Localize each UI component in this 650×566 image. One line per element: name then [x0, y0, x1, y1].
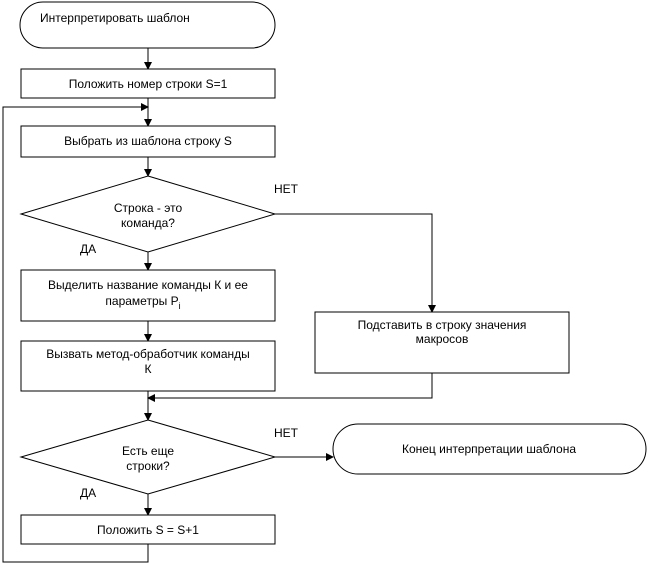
select-label: Выбрать из шаблона строку S [64, 134, 232, 148]
decision-more-line1: Есть еще [122, 444, 174, 458]
decision-command-line1: Строка - это [114, 201, 183, 215]
extract-process: Выделить название команды К и ее парамет… [20, 269, 276, 322]
yes-label-1: ДА [80, 242, 96, 256]
substitute-process: Подставить в строку значения макросов [314, 311, 570, 374]
decision-more-line2: строки? [126, 459, 170, 473]
increment-label: Положить S = S+1 [97, 523, 199, 537]
start-terminator: Интерпретировать шаблон [19, 1, 276, 49]
end-label: Конец интерпретации шаблона [402, 442, 576, 456]
select-process: Выбрать из шаблона строку S [20, 125, 276, 158]
yes-label-2: ДА [80, 486, 96, 500]
call-line2: К [145, 362, 152, 376]
increment-process: Положить S = S+1 [20, 514, 276, 545]
end-terminator: Конец интерпретации шаблона [332, 423, 647, 475]
decision-command-line2: команда? [121, 216, 175, 230]
start-label: Интерпретировать шаблон [40, 11, 190, 25]
arrow-no-to-substitute [275, 213, 436, 313]
substitute-line1: Подставить в строку значения [358, 318, 527, 332]
substitute-line2: макросов [416, 332, 469, 346]
decision-more-lines: Есть еще строки? [19, 419, 277, 495]
extract-line1: Выделить название команды К и ее [48, 278, 248, 292]
init-label: Положить номер строки S=1 [69, 77, 228, 91]
call-handler-process: Вызвать метод-обработчик команды К [20, 340, 276, 392]
decision-is-command: Строка - это команда? [19, 175, 277, 253]
no-label-2: НЕТ [274, 426, 299, 440]
arrow-substitute-merge [147, 373, 433, 402]
call-line1: Вызвать метод-обработчик команды [46, 347, 250, 361]
extract-line2: параметры Pi [105, 294, 180, 311]
no-label-1: НЕТ [274, 182, 299, 196]
init-process: Положить номер строки S=1 [20, 68, 276, 99]
arrow-loop-back [2, 103, 149, 563]
